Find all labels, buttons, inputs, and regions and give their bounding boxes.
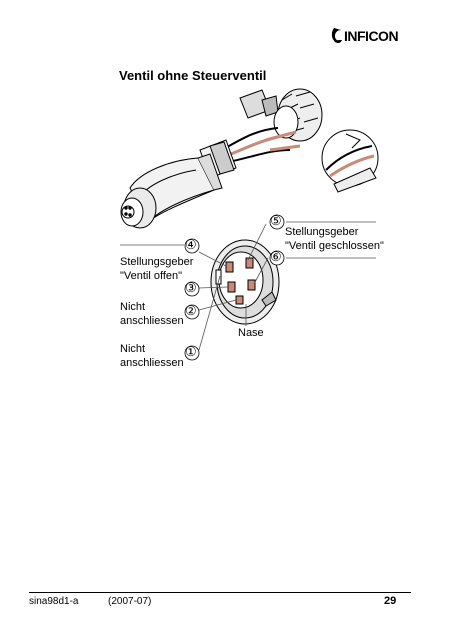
- label-stellungsgeber-offen-line1: Stellungsgeber: [120, 256, 194, 268]
- socket-face: [210, 239, 280, 325]
- pin-2-marker: [184, 304, 200, 320]
- label-nicht-anschliessen-2-line2: anschliessen: [120, 315, 184, 327]
- pin-number-markers: [184, 214, 285, 361]
- label-stellungsgeber-offen: Stellungsgeber "Ventil offen": [120, 255, 193, 283]
- footer-rule: [29, 592, 411, 593]
- label-stellungsgeber-geschlossen-line1: Stellungsgeber: [285, 226, 359, 238]
- brand-name: INFICON: [344, 28, 399, 44]
- leader-lines: [120, 221, 376, 351]
- label-nicht-anschliessen-2-line1: Nicht: [120, 301, 146, 313]
- label-nase: Nase: [238, 327, 264, 339]
- footer-doc-id: sina98d1-a: [29, 596, 79, 607]
- label-nicht-anschliessen-2: Nicht anschliessen: [120, 300, 184, 328]
- label-nicht-anschliessen-1: Nicht anschliessen: [120, 342, 184, 370]
- label-stellungsgeber-geschlossen-line2: "Ventil geschlossen": [285, 240, 384, 252]
- pin-number-5: ⑤: [270, 213, 282, 228]
- inficon-logo: [331, 28, 342, 44]
- pin-4-marker: [184, 238, 200, 254]
- pin-number-2: ②: [185, 303, 197, 318]
- plug-illustration: [120, 88, 379, 229]
- pin-number-1: ①: [185, 344, 197, 359]
- footer-date: (2007-07): [108, 596, 152, 607]
- pin-5-marker: [269, 214, 285, 230]
- pin-number-3: ③: [185, 280, 197, 295]
- pin-1-marker: [184, 345, 200, 361]
- label-stellungsgeber-offen-line2: "Ventil offen": [120, 270, 183, 282]
- pin-6-marker: [269, 250, 285, 266]
- pin-number-6: ⑥: [270, 249, 282, 264]
- pin-3-marker: [184, 281, 200, 297]
- label-nicht-anschliessen-1-line1: Nicht: [120, 343, 146, 355]
- pin-number-4: ④: [185, 237, 197, 252]
- label-nicht-anschliessen-1-line2: anschliessen: [120, 357, 184, 369]
- label-stellungsgeber-geschlossen: Stellungsgeber "Ventil geschlossen": [285, 225, 384, 253]
- section-title: Ventil ohne Steuerventil: [119, 68, 267, 83]
- page-number: 29: [384, 595, 397, 607]
